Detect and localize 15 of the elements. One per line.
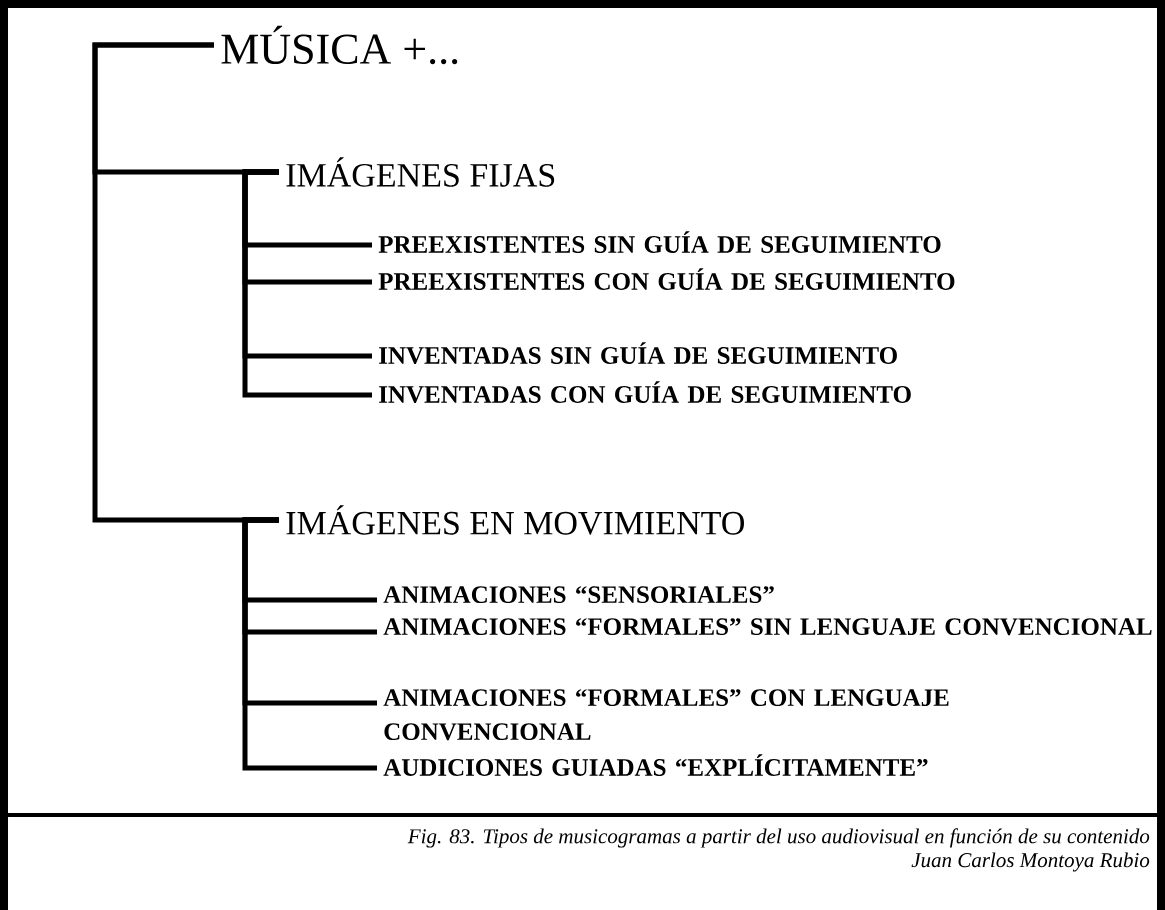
list-item-text: INVENTADAS SIN GUÍA DE SEGUIMIENTO <box>379 342 897 364</box>
list-item-text: ANIMACIONES “FORMALES” SIN LENGUAJE CONVENCIONAL <box>383 618 1152 636</box>
list-item-text: ANIMACIONES “FORMALES” CON LENGUAJE CONVENCIONAL <box>383 689 949 741</box>
title-text: MÚSICA +... <box>221 25 458 65</box>
list-item-text: ANIMACIONES “SENSORIALES” <box>383 586 774 604</box>
tree-connector <box>242 169 372 398</box>
tree-connector <box>242 517 377 771</box>
list-item-text: PREEXISTENTES SIN GUÍA DE SEGUIMIENTO <box>378 231 941 253</box>
list-item-text: PREEXISTENTES CON GUÍA DE SEGUIMIENTO <box>378 268 955 290</box>
author-text: Juan Carlos Montoya Rubio <box>911 852 1150 872</box>
list-item-text: AUDICIONES GUIADAS “EXPLÍCITAMENTE” <box>383 754 928 776</box>
list-item-text: INVENTADAS CON GUÍA DE SEGUIMIENTO <box>379 381 911 403</box>
heading-text: IMÁGENES FIJAS <box>286 157 555 187</box>
heading-text: IMÁGENES EN MOVIMIENTO <box>286 505 744 535</box>
caption-text: Fig. 83. Tipos de musicogramas a partir del uso audiovisual en función de su contenido <box>407 828 1150 848</box>
